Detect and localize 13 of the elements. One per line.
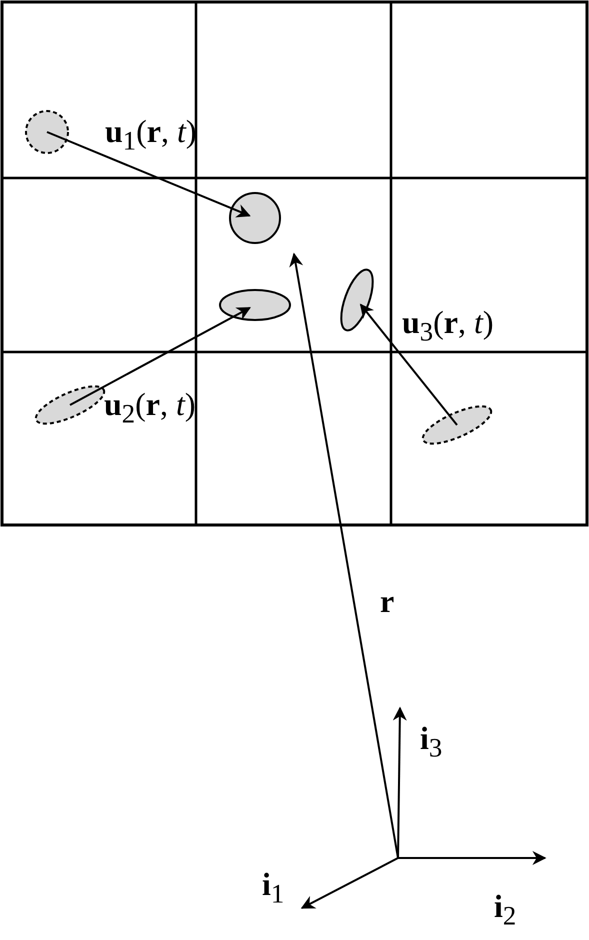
particle bbox=[229, 192, 281, 244]
vector-label: i$_{3}$ bbox=[420, 722, 442, 762]
edge-label: u$_{3}$(r, t) bbox=[402, 306, 494, 346]
arrow bbox=[46, 131, 251, 218]
arrow bbox=[360, 304, 458, 426]
vector-label: r bbox=[380, 585, 394, 617]
arrow bbox=[70, 306, 251, 406]
dashed-particle bbox=[25, 110, 69, 154]
vector-label: i$_{2}$ bbox=[494, 890, 516, 930]
edge-label: u$_{1}$(r, t) bbox=[105, 115, 197, 154]
edge-label: u$_{2}$(r, t) bbox=[104, 388, 196, 428]
vector-label: i$_{1}$ bbox=[262, 868, 284, 908]
particle bbox=[219, 289, 291, 321]
